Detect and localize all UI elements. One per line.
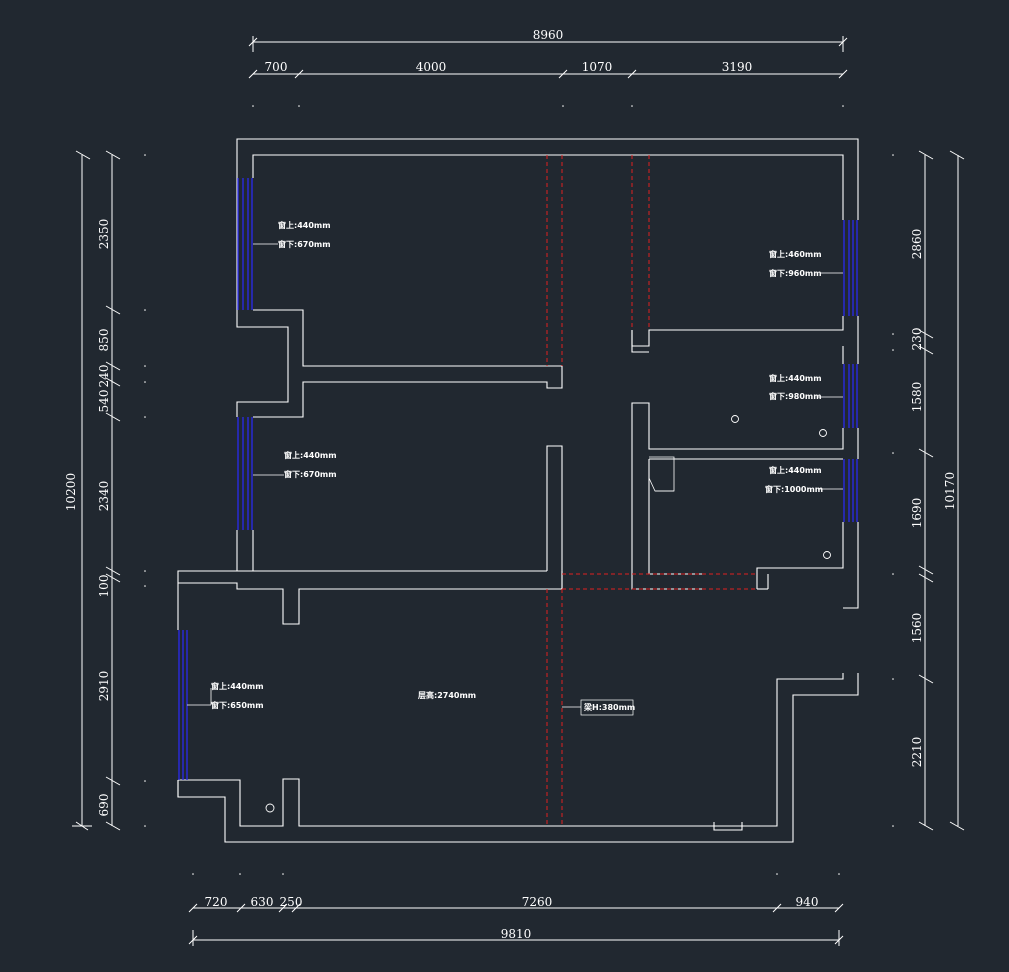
top-segment-dimension: 4000 <box>416 60 447 74</box>
left-segment-dimension: 100 <box>97 575 111 598</box>
svg-text:窗上:440mm: 窗上:440mm <box>769 465 822 475</box>
left-segment-dimension: 2350 <box>97 219 111 250</box>
drain-circle-icon <box>823 551 831 559</box>
bottom-segment-dimension: 7260 <box>522 895 553 909</box>
bottom-segment-dimension: 940 <box>796 895 819 909</box>
svg-text:窗上:440mm: 窗上:440mm <box>211 681 264 691</box>
top-total-dimension: 8960 <box>533 28 564 42</box>
top-segment-dimension: 700 <box>265 60 288 74</box>
right-segment-dimension: 1580 <box>910 382 924 413</box>
walls <box>177 138 859 843</box>
svg-text:窗下:960mm: 窗下:960mm <box>769 268 822 278</box>
window-left-middle <box>237 417 253 530</box>
bottom-segment-dimension: 630 <box>251 895 274 909</box>
window-left-bottom <box>178 630 188 780</box>
top-dimension-chain: 8960 700 4000 1070 3190 <box>248 28 848 107</box>
svg-text:窗下:980mm: 窗下:980mm <box>769 391 822 401</box>
top-segment-dimension: 3190 <box>722 60 753 74</box>
window-note-3: 窗上:460mm 窗下:960mm <box>769 249 843 278</box>
beam-height-tag: 梁H:380mm <box>562 699 635 716</box>
right-segment-dimension: 230 <box>910 328 924 351</box>
right-segment-dimension: 1690 <box>910 498 924 529</box>
left-segment-dimension: 2340 <box>97 481 111 512</box>
drain-circle-icon <box>265 803 275 813</box>
window-note-4: 窗上:440mm 窗下:980mm <box>769 373 843 401</box>
right-segment-dimension: 1560 <box>910 613 924 644</box>
window-note-1: 窗上:440mm 窗下:670mm <box>253 220 331 249</box>
beam-lines <box>546 155 757 826</box>
drain-circle-icon <box>731 415 739 423</box>
window-right-top <box>843 220 858 316</box>
bottom-segment-dimension: 720 <box>205 895 228 909</box>
right-segment-dimension: 2210 <box>910 737 924 768</box>
right-dimension-chain: 2860 230 1580 1690 1560 2210 10170 <box>892 150 965 831</box>
window-right-lower <box>843 459 858 522</box>
left-total-dimension: 10200 <box>64 473 78 511</box>
bottom-dimension-chain: 720 630 250 7260 940 9810 <box>188 873 844 946</box>
bottom-segment-dimension: 250 <box>280 895 303 909</box>
ceiling-height-label: 层高:2740mm <box>417 690 476 700</box>
svg-text:窗下:650mm: 窗下:650mm <box>211 700 264 710</box>
floor-drains <box>265 415 831 813</box>
left-segment-dimension: 690 <box>97 794 111 817</box>
svg-text:窗下:1000mm: 窗下:1000mm <box>765 484 823 494</box>
svg-text:窗下:670mm: 窗下:670mm <box>284 469 337 479</box>
left-segment-dimension: 2910 <box>97 671 111 702</box>
window-left-top <box>237 178 253 310</box>
right-total-dimension: 10170 <box>943 472 957 510</box>
svg-text:窗上:440mm: 窗上:440mm <box>284 450 337 460</box>
window-note-2: 窗上:440mm 窗下:670mm <box>253 450 337 479</box>
window-right-middle <box>843 364 858 428</box>
beam-height-label: 梁H:380mm <box>583 702 635 712</box>
left-segment-dimension: 540 <box>97 390 111 413</box>
left-dimension-chain: 10200 2350 850 240 540 2340 100 2910 690 <box>64 150 146 831</box>
window-note-6: 窗上:440mm 窗下:650mm <box>187 681 264 710</box>
drain-circle-icon <box>819 429 827 437</box>
svg-text:窗下:670mm: 窗下:670mm <box>278 239 331 249</box>
left-segment-dimension: 850 <box>97 329 111 352</box>
svg-text:窗上:440mm: 窗上:440mm <box>278 220 331 230</box>
windows <box>178 178 858 780</box>
right-segment-dimension: 2860 <box>910 229 924 260</box>
window-note-5: 窗上:440mm 窗下:1000mm <box>765 465 843 494</box>
svg-text:窗上:440mm: 窗上:440mm <box>769 373 822 383</box>
top-segment-dimension: 1070 <box>582 60 613 74</box>
left-segment-dimension: 240 <box>97 365 111 388</box>
bottom-total-dimension: 9810 <box>501 927 532 941</box>
svg-text:窗上:460mm: 窗上:460mm <box>769 249 822 259</box>
